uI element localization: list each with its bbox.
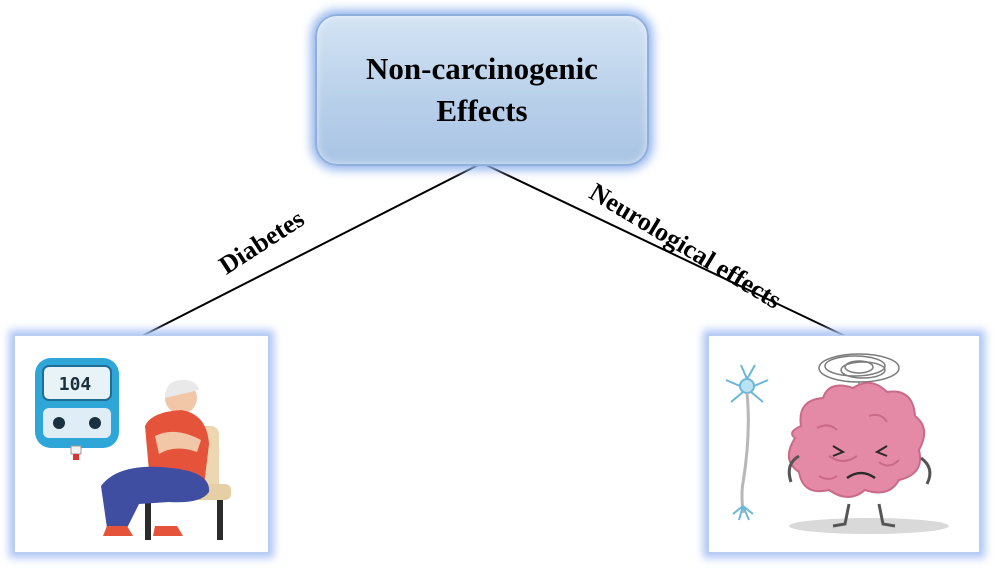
neuron-icon (725, 364, 769, 521)
person-icon (101, 380, 210, 536)
brain-icon (787, 381, 932, 528)
neurological-image-frame (708, 335, 980, 553)
root-node: Non-carcinogenic Effects (315, 14, 649, 166)
diabetes-image-frame: 104 (14, 335, 269, 553)
connector-right (481, 162, 846, 337)
glucose-reading: 104 (59, 374, 92, 395)
connector-left (141, 162, 483, 337)
neurological-illustration (725, 353, 949, 534)
diabetes-illustration: 104 (35, 358, 231, 540)
root-title: Non-carcinogenic Effects (366, 51, 598, 128)
glucose-meter-icon: 104 (35, 358, 119, 460)
